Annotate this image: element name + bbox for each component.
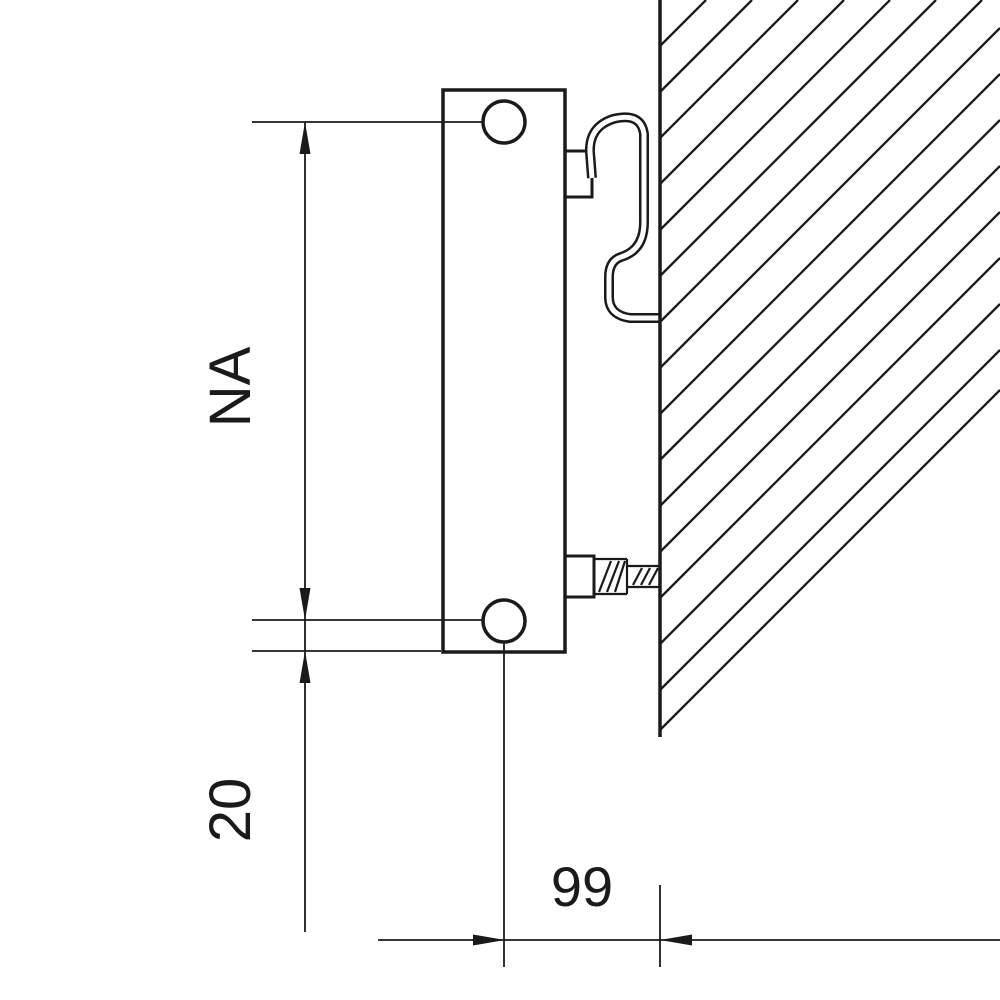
extension-lines	[252, 121, 661, 967]
label-20: 20	[198, 778, 263, 843]
wall-section-hatching	[659, 0, 1000, 731]
pipe-connection-top	[481, 99, 527, 145]
wall-bracket-inner-contour	[587, 114, 659, 321]
arrowhead-na-top	[299, 122, 311, 154]
radiator-outline	[441, 88, 567, 654]
wall-bracket-outer-contour	[584, 112, 659, 323]
support-block	[563, 554, 596, 599]
support-rod	[594, 557, 660, 596]
arrowhead-99-left	[473, 934, 505, 946]
label-99: 99	[551, 855, 613, 918]
arrowhead-99-right	[660, 934, 692, 946]
arrowhead-na-bottom	[299, 588, 311, 620]
dimension-arrowheads	[299, 122, 692, 946]
arrowhead-20-bottom	[299, 651, 311, 683]
wall-bracket	[584, 112, 659, 323]
label-na: NA	[198, 346, 263, 427]
pipe-connection-bottom	[481, 598, 527, 644]
